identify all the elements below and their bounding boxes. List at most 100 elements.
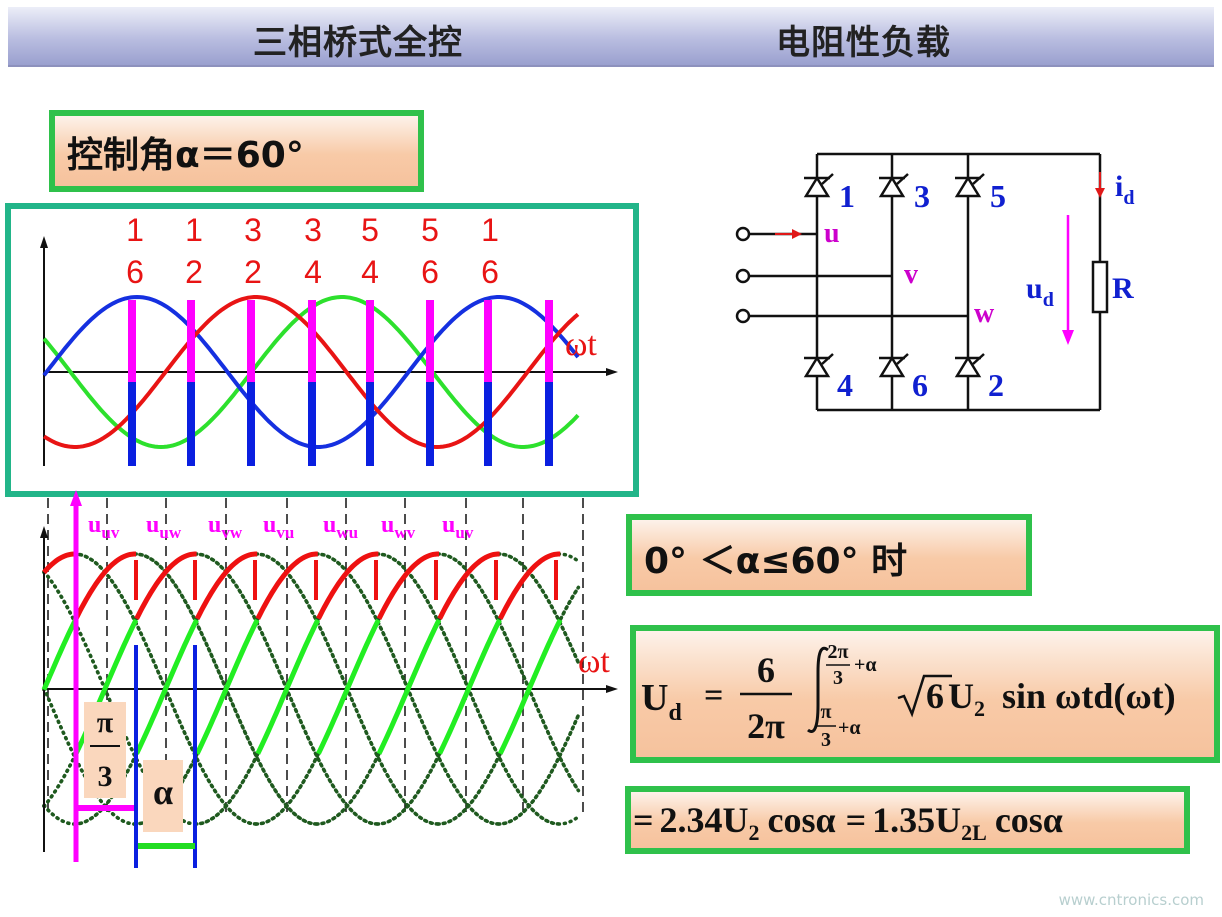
formula-equals: = — [704, 677, 723, 714]
pair-label-bottom-1: 6 — [126, 254, 144, 290]
pair-label-top-2: 1 — [185, 212, 203, 248]
integrand-rest: sin ωtd(ωt) — [1002, 676, 1176, 716]
thyristor-6-body — [878, 355, 906, 378]
integrand-root: 6 — [926, 676, 944, 716]
condition-box: 0° ＜α≤60° 时 — [626, 514, 1032, 596]
id-arrowhead — [1095, 188, 1105, 198]
thyristor-4-gate — [821, 353, 834, 365]
alpha-label: α — [153, 772, 173, 812]
top-y-axis-arrow — [40, 236, 48, 248]
bottom-y-axis-arrow — [40, 526, 48, 538]
formula-box — [630, 625, 1220, 763]
pair-label-top-5: 5 — [361, 212, 379, 248]
line-voltage-label-5: uwu — [323, 512, 358, 542]
input-current-arrowhead — [792, 229, 802, 239]
thyristor-3-label: 3 — [914, 178, 930, 214]
upper-limit-num: 2π — [828, 641, 849, 663]
upper-limit-plus: +α — [854, 654, 877, 676]
dotted-line-voltage — [375, 552, 582, 826]
resistor — [1091, 260, 1109, 314]
terminal-w — [735, 308, 751, 324]
output-envelope-green — [41, 617, 563, 755]
line-voltage-label-1: uuv — [88, 512, 120, 542]
top-x-axis-label: ωt — [565, 326, 597, 363]
trigger-pulses — [128, 300, 553, 466]
alpha-label-bg — [143, 760, 183, 832]
line-voltage-label-7: uuv — [442, 512, 474, 542]
thyristor-4-label: 4 — [837, 367, 853, 403]
pair-label-top-4: 3 — [304, 212, 322, 248]
thyristor-5-body — [954, 175, 982, 198]
thyristor-2-gate — [972, 353, 985, 365]
thyristor-4-body — [803, 355, 831, 378]
condition-text: 0° ＜α≤60° 时 — [644, 541, 908, 582]
thyristor-1-body — [803, 175, 831, 198]
formula-frac-num: 6 — [757, 650, 775, 690]
output-envelope-red — [42, 551, 561, 620]
formula-lhs: Ud — [641, 677, 682, 726]
pair-label-bottom-2: 2 — [185, 254, 203, 290]
pair-label-top-1: 1 — [126, 212, 144, 248]
pair-label-top-7: 1 — [481, 212, 499, 248]
thyristor-1-gate — [821, 173, 834, 185]
pair-label-top-6: 5 — [421, 212, 439, 248]
pi3-marker-arrow — [70, 490, 82, 506]
current-label: id — [1115, 170, 1134, 209]
thyristor-2-body — [954, 355, 982, 378]
thyristor-6-gate — [896, 353, 909, 365]
pi3-label-bg — [84, 702, 126, 798]
title-right: 电阻性负载 — [776, 23, 951, 63]
top-x-axis-arrow — [606, 368, 618, 376]
thyristor-3-body — [878, 175, 906, 198]
pair-label-bottom-3: 2 — [244, 254, 262, 290]
resistor-label: R — [1112, 272, 1134, 305]
phase-label-v: v — [904, 259, 918, 290]
title-bar: 三相桥式全控 电阻性负载 — [8, 7, 1214, 67]
bottom-x-axis-label: ωt — [578, 643, 610, 680]
control-angle-text: 控制角α＝60° — [67, 135, 304, 176]
integrand-U: U2 — [948, 676, 985, 721]
phase-label-u: u — [824, 218, 840, 249]
terminal-v — [735, 268, 751, 284]
pi3-denominator: 3 — [98, 760, 113, 793]
pi3-numerator: π — [97, 706, 114, 739]
thyristor-5-gate — [972, 173, 985, 185]
pair-label-bottom-5: 4 — [361, 254, 379, 290]
lower-limit-num: π — [821, 701, 832, 723]
line-voltage-label-2: uuw — [146, 512, 182, 542]
bottom-x-axis-arrow — [606, 685, 618, 693]
lower-limit-plus: +α — [838, 717, 861, 739]
dotted-line-voltage — [436, 552, 580, 793]
thyristor-2-label: 2 — [988, 367, 1004, 403]
control-angle-box: 控制角α＝60° — [49, 110, 424, 192]
pair-label-bottom-6: 6 — [421, 254, 439, 290]
line-voltage-label-6: uwv — [381, 512, 416, 542]
title-left: 三相桥式全控 — [253, 23, 463, 63]
line-voltage-label-3: uvw — [208, 512, 243, 542]
sqrt-sign — [897, 674, 952, 718]
pair-label-top-3: 3 — [244, 212, 262, 248]
lower-limit-den: 3 — [821, 729, 831, 751]
dotted-line-voltage — [497, 552, 581, 666]
voltage-label: ud — [1026, 272, 1054, 311]
phase-label-w: w — [974, 298, 995, 329]
thyristor-3-gate — [896, 173, 909, 185]
dotted-line-voltage — [497, 712, 581, 826]
result-box — [625, 786, 1190, 854]
formula-frac-den: 2π — [747, 706, 785, 746]
integral-sign — [807, 646, 829, 733]
thyristor-1-label: 1 — [839, 178, 855, 214]
thyristor-pair-labels: 1 6 1 2 3 2 3 4 5 4 5 6 1 6 — [126, 212, 499, 290]
pair-label-bottom-4: 4 — [304, 254, 322, 290]
watermark: www.cntronics.com — [1058, 891, 1204, 909]
ud-arrowhead — [1062, 330, 1074, 345]
pair-label-bottom-7: 6 — [481, 254, 499, 290]
terminal-u — [735, 226, 751, 242]
